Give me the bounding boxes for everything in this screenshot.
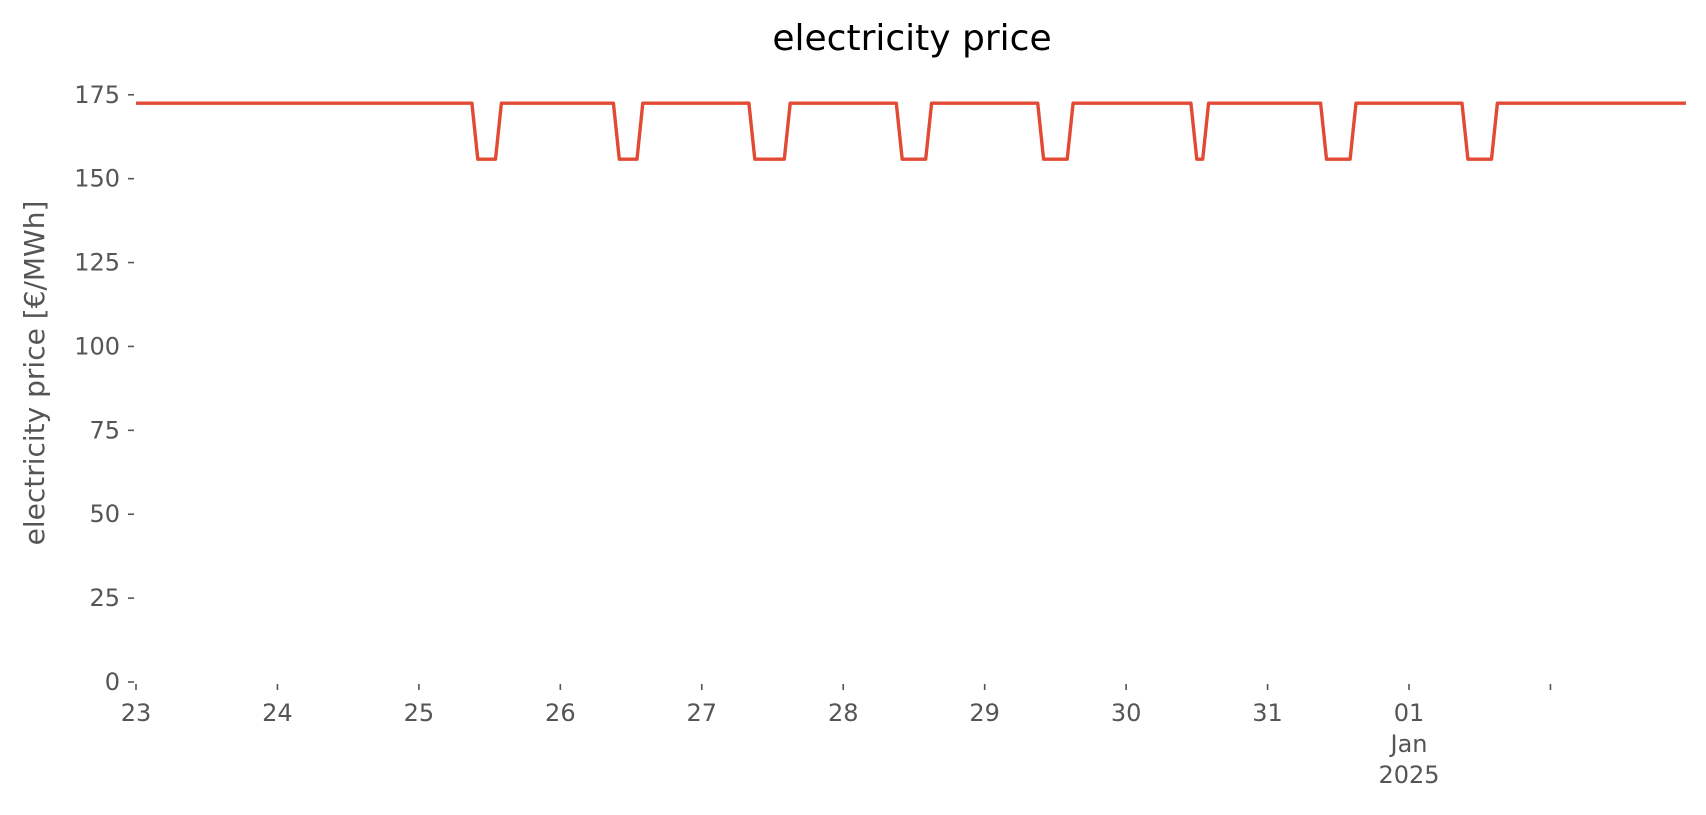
x-tick-label: 29 xyxy=(969,699,1000,727)
y-tick-label: 75 xyxy=(89,416,120,444)
price-series-line xyxy=(136,101,1686,161)
x-tick-label: 25 xyxy=(404,699,435,727)
y-tick-label: 50 xyxy=(89,500,120,528)
y-tick-label: 125 xyxy=(74,249,120,277)
chart-title: electricity price xyxy=(772,18,1051,59)
y-axis: 0 25 50 75 100 125 150 175 xyxy=(74,81,134,696)
x-tick-label: 24 xyxy=(262,699,293,727)
y-axis-label: electricity price [€/MWh] xyxy=(18,201,51,546)
x-tick-label: 30 xyxy=(1111,699,1142,727)
y-tick-label: 0 xyxy=(105,668,120,696)
y-tick-label: 150 xyxy=(74,165,120,193)
x-tick-label: 31 xyxy=(1252,699,1283,727)
y-tick-label: 25 xyxy=(89,584,120,612)
x-tick-label: 26 xyxy=(545,699,576,727)
x-tick-label: 23 xyxy=(121,699,152,727)
y-tick-label: 175 xyxy=(74,81,120,109)
series-layer xyxy=(136,101,1686,161)
x-tick-label: 28 xyxy=(828,699,859,727)
x-tick-label: 27 xyxy=(687,699,718,727)
y-tick-label: 100 xyxy=(74,332,120,360)
